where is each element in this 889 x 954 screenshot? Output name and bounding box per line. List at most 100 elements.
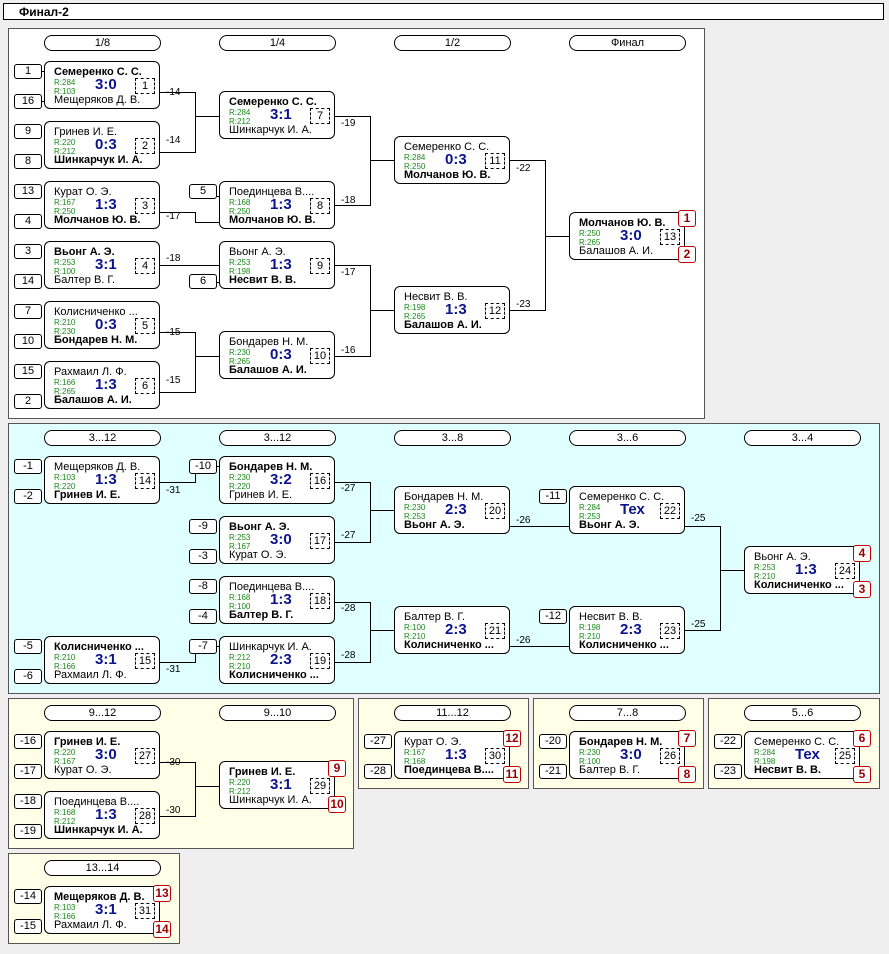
link-label: -27 — [341, 530, 356, 541]
player-bottom-rating: R:100 — [229, 602, 251, 611]
player-bottom-name: Балашов А. И. — [54, 394, 132, 406]
match-number: 10 — [310, 348, 330, 364]
seed-box: -5 — [14, 639, 42, 654]
player-top-rating: R:253 — [229, 533, 251, 542]
match-number: 7 — [310, 108, 330, 124]
player-top-rating: R:230 — [229, 348, 251, 357]
seed-box: 2 — [14, 394, 42, 409]
match-number: 12 — [485, 303, 505, 319]
match-score: 0:3 — [95, 316, 117, 333]
player-top-rating: R:166 — [54, 378, 76, 387]
match-number: 15 — [135, 653, 155, 669]
player-bottom-name: Вьонг А. Э. — [579, 519, 640, 531]
match-number: 21 — [485, 623, 505, 639]
player-bottom-name: Несвит В. В. — [229, 274, 297, 286]
round-header-cons-2: 3...12 — [219, 430, 336, 446]
seed-box: -10 — [189, 459, 217, 474]
link-label: -14 — [166, 87, 181, 98]
match-score: 3:2 — [270, 471, 292, 488]
match-score: Тех — [620, 501, 645, 518]
player-top-rating: R:168 — [229, 198, 251, 207]
place-badge: 3 — [853, 581, 871, 598]
link-label: -25 — [691, 619, 706, 630]
player-bottom-rating: R:212 — [229, 117, 251, 126]
player-bottom-rating: R:253 — [579, 512, 601, 521]
link-label: -25 — [691, 513, 706, 524]
player-top-rating: R:250 — [579, 229, 601, 238]
player-bottom-rating: R:210 — [579, 632, 601, 641]
round-header-1-8: 1/8 — [44, 35, 161, 51]
seed-box: -4 — [189, 609, 217, 624]
round-header-9-10: 9...10 — [219, 705, 336, 721]
match-number: 22 — [660, 503, 680, 519]
round-header-cons-5: 3...4 — [744, 430, 861, 446]
link-label: -16 — [341, 345, 356, 356]
place-badge: 13 — [153, 885, 171, 902]
player-bottom-rating: R:220 — [229, 482, 251, 491]
player-top-rating: R:284 — [579, 503, 601, 512]
player-bottom-name: Рахмаил Л. Ф. — [54, 669, 127, 681]
player-bottom-name: Колисниченко ... — [579, 639, 669, 651]
seed-box: 10 — [14, 334, 42, 349]
match-number: 26 — [660, 748, 680, 764]
match-score: 3:0 — [620, 227, 642, 244]
player-bottom-name: Балашов А. И. — [229, 364, 307, 376]
match-score: 1:3 — [445, 301, 467, 318]
player-top-rating: R:284 — [54, 78, 76, 87]
player-bottom-name: Мещеряков Д. В. — [54, 94, 141, 106]
seed-box: 4 — [14, 214, 42, 229]
player-bottom-rating: R:103 — [54, 87, 76, 96]
match-score: Тех — [795, 746, 820, 763]
match-score: 0:3 — [445, 151, 467, 168]
match-number: 18 — [310, 593, 330, 609]
link-label: -30 — [166, 805, 181, 816]
seed-box: -18 — [14, 794, 42, 809]
match-number: 19 — [310, 653, 330, 669]
player-bottom-name: Шинкарчук И. А. — [54, 154, 143, 166]
round-header-11-12: 11...12 — [394, 705, 511, 721]
place-badge: 9 — [328, 760, 346, 777]
seed-box: -16 — [14, 734, 42, 749]
player-bottom-rating: R:210 — [754, 572, 776, 581]
seed-box: -12 — [539, 609, 567, 624]
seed-box: -19 — [14, 824, 42, 839]
match-score: 3:1 — [95, 901, 117, 918]
player-bottom-rating: R:212 — [54, 147, 76, 156]
seed-box: -21 — [539, 764, 567, 779]
place-badge: 14 — [153, 921, 171, 938]
match-number: 11 — [485, 153, 505, 169]
player-bottom-name: Балтер В. Г. — [54, 274, 116, 286]
player-bottom-name: Шинкарчук И. А. — [229, 794, 312, 806]
